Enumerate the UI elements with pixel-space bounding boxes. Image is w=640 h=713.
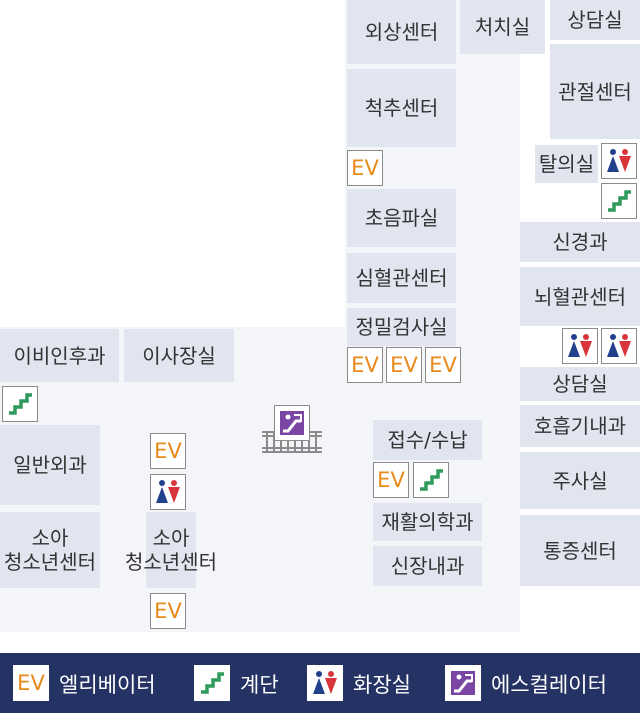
room-injection[interactable]: 주사실 xyxy=(520,452,640,509)
legend-bar: EV 엘리베이터 계단 화장실 에스컬레이터 xyxy=(0,653,640,713)
room-ultrasound[interactable]: 초음파실 xyxy=(347,189,456,247)
elevator-icon[interactable]: EV xyxy=(425,347,461,383)
escalator-symbol-icon xyxy=(451,671,475,695)
stairs-icon[interactable] xyxy=(601,183,637,219)
restroom-icon xyxy=(607,149,631,172)
restroom-icon[interactable] xyxy=(150,474,186,510)
room-pediatric-left-line2: 청소년센터 xyxy=(4,550,96,574)
room-reception-payment[interactable]: 접수/수납 xyxy=(373,420,482,460)
legend-escalator-label: 에스컬레이터 xyxy=(491,673,607,697)
elevator-label: EV xyxy=(154,599,182,623)
legend-stairs: 계단 xyxy=(194,665,294,701)
room-pain-center[interactable]: 통증센터 xyxy=(520,515,640,586)
restroom-icon xyxy=(313,671,337,694)
room-pediatric-left[interactable]: 소아 청소년센터 xyxy=(0,512,100,588)
room-general-surgery[interactable]: 일반외과 xyxy=(0,425,100,505)
room-rehabilitation[interactable]: 재활의학과 xyxy=(373,503,482,541)
restroom-icon xyxy=(307,665,343,701)
room-director[interactable]: 이사장실 xyxy=(124,329,234,382)
room-precision-exam[interactable]: 정밀검사실 xyxy=(347,308,456,346)
room-respiratory[interactable]: 호흡기내과 xyxy=(520,405,640,447)
legend-restroom: 화장실 xyxy=(307,665,437,701)
legend-elevator-symbol: EV xyxy=(17,671,45,695)
room-consult-top[interactable]: 상담실 xyxy=(550,0,640,40)
restroom-icon[interactable] xyxy=(601,143,637,179)
stairs-icon xyxy=(201,672,224,694)
room-pediatric-left-line1: 소아 xyxy=(31,526,69,550)
legend-escalator: 에스컬레이터 xyxy=(445,665,635,701)
elevator-label: EV xyxy=(377,468,405,492)
room-trauma-center[interactable]: 외상센터 xyxy=(347,0,456,64)
room-cerebrovascular-center[interactable]: 뇌혈관센터 xyxy=(520,267,640,326)
escalator-icon xyxy=(445,665,481,701)
legend-stairs-label: 계단 xyxy=(240,673,279,697)
room-nephrology[interactable]: 신장내과 xyxy=(373,546,482,586)
elevator-label: EV xyxy=(351,156,379,180)
room-pediatric-mid-line1: 소아 xyxy=(152,526,190,550)
room-pediatric-mid[interactable]: 소아 청소년센터 xyxy=(125,512,217,588)
room-cardiovascular-center[interactable]: 심혈관센터 xyxy=(347,253,456,303)
restroom-icon xyxy=(156,480,180,503)
elevator-icon[interactable]: EV xyxy=(347,150,383,186)
legend-elevator-label: 엘리베이터 xyxy=(59,673,156,697)
room-consult-mid[interactable]: 상담실 xyxy=(520,367,640,401)
elevator-icon[interactable]: EV xyxy=(150,593,186,629)
legend-elevator: EV 엘리베이터 xyxy=(13,665,193,701)
room-changing[interactable]: 탈의실 xyxy=(535,145,598,183)
elevator-icon[interactable]: EV xyxy=(386,347,422,383)
elevator-icon[interactable]: EV xyxy=(150,433,186,469)
restroom-icon[interactable] xyxy=(601,328,637,364)
room-spine-center[interactable]: 척추센터 xyxy=(347,69,456,147)
elevator-label: EV xyxy=(154,439,182,463)
restroom-icon xyxy=(568,334,592,357)
room-pediatric-mid-line2: 청소년센터 xyxy=(125,550,217,574)
room-general-surgery-label: 일반외과 xyxy=(13,453,87,477)
elevator-icon: EV xyxy=(13,665,49,701)
room-ent[interactable]: 이비인후과 xyxy=(0,329,119,382)
room-joint-center[interactable]: 관절센터 xyxy=(550,44,640,139)
room-neurology[interactable]: 신경과 xyxy=(520,222,640,262)
stairs-icon[interactable] xyxy=(2,386,38,422)
room-treatment[interactable]: 처치실 xyxy=(460,0,545,54)
stairs-icon xyxy=(9,393,32,415)
elevator-label: EV xyxy=(390,353,418,377)
elevator-icon[interactable]: EV xyxy=(373,462,409,498)
stairs-icon[interactable] xyxy=(413,462,449,498)
escalator-icon[interactable] xyxy=(262,403,322,457)
elevator-icon[interactable]: EV xyxy=(347,347,383,383)
stairs-icon xyxy=(420,469,443,491)
elevator-label: EV xyxy=(429,353,457,377)
legend-restroom-label: 화장실 xyxy=(353,673,411,697)
restroom-icon[interactable] xyxy=(562,328,598,364)
stairs-icon xyxy=(608,190,631,212)
stairs-icon xyxy=(194,665,230,701)
escalator-symbol-icon xyxy=(280,411,304,435)
elevator-label: EV xyxy=(351,353,379,377)
restroom-icon xyxy=(607,334,631,357)
